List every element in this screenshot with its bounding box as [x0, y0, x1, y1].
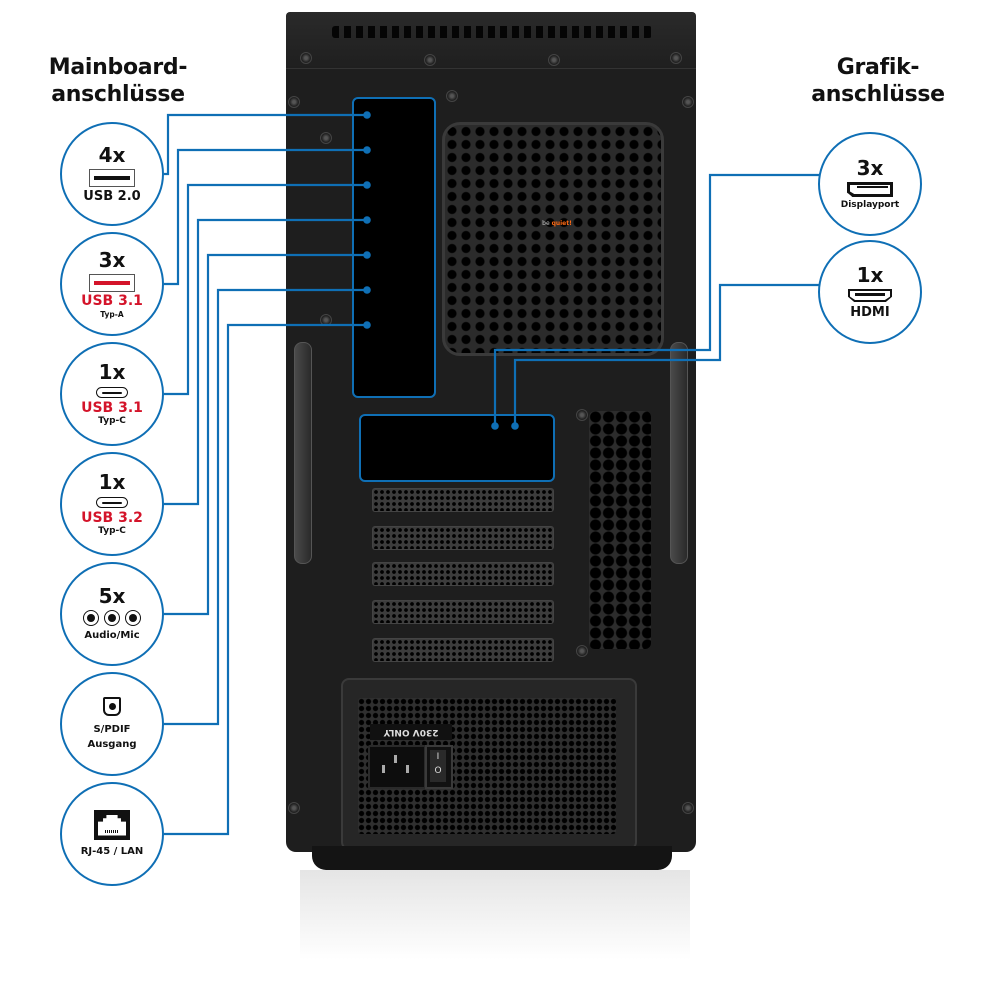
- expansion-slot-cover: [372, 488, 554, 512]
- port-label: USB 3.1: [81, 400, 143, 416]
- power-switch[interactable]: I O: [425, 745, 453, 789]
- port-label: USB 3.2: [81, 510, 143, 526]
- spdif-optical-icon: [103, 696, 121, 716]
- screw-icon: [576, 645, 588, 657]
- port-marker-dot: [511, 422, 519, 430]
- usb-c-icon: [96, 497, 128, 508]
- connector-line: [164, 113, 366, 176]
- port-sublabel: Typ-A: [100, 309, 124, 319]
- port-audio-mic: 5x Audio/Mic: [60, 562, 164, 666]
- port-count: 3x: [98, 247, 126, 272]
- port-usb-3-2-typ-c: 1x USB 3.2 Typ-C: [60, 452, 164, 556]
- port-usb-3-1-typ-a: 3x USB 3.1 Typ-A: [60, 232, 164, 336]
- usb-c-icon: [96, 387, 128, 398]
- switch-off-symbol: O: [434, 766, 442, 776]
- port-hdmi: 1x HDMI: [818, 240, 922, 344]
- connector-line: [513, 283, 820, 426]
- connector-line: [164, 183, 366, 396]
- port-count: 3x: [856, 156, 884, 180]
- screw-icon: [300, 52, 312, 64]
- switch-on-symbol: I: [436, 752, 440, 762]
- mainboard-heading-line2: anschlüsse: [51, 82, 185, 107]
- port-marker-dot: [363, 146, 371, 154]
- port-usb-3-1-typ-c: 1x USB 3.1 Typ-C: [60, 342, 164, 446]
- port-count: 5x: [98, 584, 126, 608]
- port-marker-dot: [491, 422, 499, 430]
- thumbscrew-icon: [682, 802, 694, 814]
- port-marker-dot: [363, 286, 371, 294]
- port-marker-dot: [363, 251, 371, 259]
- rj45-icon: [94, 809, 130, 840]
- port-label: USB 3.1: [81, 292, 143, 309]
- right-handle: [670, 342, 688, 564]
- port-count: 1x: [856, 263, 884, 287]
- thumbscrew-icon: [288, 96, 300, 108]
- side-vent-grill: [589, 411, 651, 649]
- port-count: 1x: [98, 470, 126, 494]
- port-usb-2-0: 4x USB 2.0: [60, 122, 164, 226]
- case-top-cover: [286, 12, 696, 69]
- fan-brand-label: be quiet!: [542, 220, 572, 227]
- graphics-heading-line1: Grafik-: [836, 55, 920, 80]
- port-label: HDMI: [850, 305, 890, 320]
- expansion-slot-cover: [372, 638, 554, 662]
- screw-icon: [424, 54, 436, 66]
- port-label: USB 2.0: [83, 189, 141, 204]
- screw-icon: [320, 132, 332, 144]
- connector-line: [164, 148, 366, 286]
- screw-icon: [548, 54, 560, 66]
- connector-line: [164, 218, 366, 506]
- connector-line: [164, 323, 366, 836]
- screw-icon: [576, 409, 588, 421]
- floor-reflection: [300, 870, 690, 960]
- expansion-slot-cover: [372, 526, 554, 550]
- thumbscrew-icon: [288, 802, 300, 814]
- case-feet: [312, 846, 672, 870]
- port-spdif: S/PDIF Ausgang: [60, 672, 164, 776]
- mainboard-heading-line1: Mainboard-: [48, 55, 188, 80]
- port-label: Audio/Mic: [84, 630, 140, 641]
- port-marker-dot: [363, 321, 371, 329]
- port-sublabel: Typ-C: [98, 526, 126, 536]
- hdmi-icon: [848, 289, 892, 302]
- connector-line: [164, 288, 366, 726]
- port-displayport: 3x Displayport: [818, 132, 922, 236]
- top-vent: [332, 26, 652, 38]
- mainboard-heading: Mainboard- anschlüsse: [30, 54, 206, 108]
- rear-fan-grill: be quiet!: [442, 122, 664, 356]
- connector-line: [493, 173, 820, 426]
- port-label: S/PDIF: [93, 723, 131, 735]
- port-marker-dot: [363, 181, 371, 189]
- graphics-heading: Grafik- anschlüsse: [790, 54, 966, 108]
- screw-icon: [446, 90, 458, 102]
- expansion-slot-cover: [372, 600, 554, 624]
- port-sublabel: Typ-C: [98, 416, 126, 426]
- audio-jack-icon: [83, 610, 141, 626]
- port-label: Displayport: [840, 200, 900, 210]
- thumbscrew-icon: [682, 96, 694, 108]
- port-label: RJ-45 / LAN: [80, 845, 144, 857]
- port-count: 4x: [98, 143, 126, 167]
- port-marker-dot: [363, 111, 371, 119]
- graphics-io-panel-highlight[interactable]: [359, 414, 555, 482]
- port-count: 1x: [98, 360, 126, 384]
- left-handle: [294, 342, 312, 564]
- usb-a-icon: [89, 169, 135, 187]
- port-sublabel: Ausgang: [87, 738, 137, 750]
- displayport-icon: [847, 182, 893, 197]
- power-socket-icon[interactable]: [368, 745, 426, 789]
- screw-icon: [670, 52, 682, 64]
- usb-a-red-icon: [89, 273, 135, 292]
- port-marker-dot: [363, 216, 371, 224]
- graphics-heading-line2: anschlüsse: [811, 82, 945, 107]
- expansion-slot-cover: [372, 562, 554, 586]
- connector-line: [164, 253, 366, 616]
- port-rj45-lan: RJ-45 / LAN: [60, 782, 164, 886]
